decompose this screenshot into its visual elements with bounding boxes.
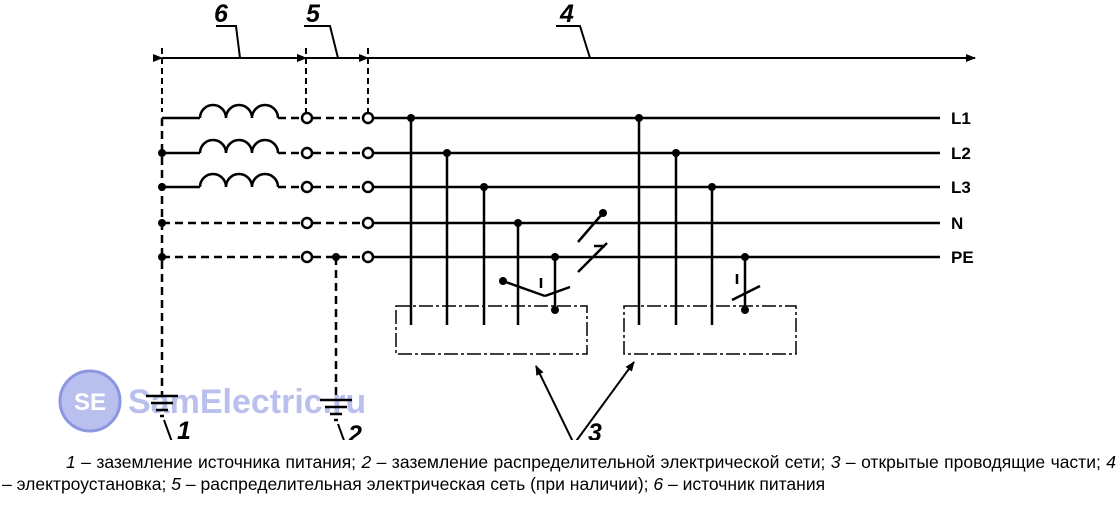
legend-text-1: – заземление источника питания;	[75, 452, 362, 472]
crossed-links-dots	[499, 209, 607, 285]
installation-1-drops	[409, 118, 557, 325]
legend-caption: 1 – заземление источника питания; 2 – за…	[2, 451, 1116, 495]
ground-symbol-network	[320, 398, 352, 422]
legend-num-2: 2	[361, 452, 372, 472]
installation-1-dots	[407, 114, 559, 314]
legend-text-5: – распределительная электрическая сеть (…	[181, 474, 654, 494]
source-windings	[162, 103, 280, 189]
dimension-boundaries	[161, 48, 369, 112]
busbars	[373, 116, 940, 259]
crossed-links	[502, 212, 608, 298]
terminals	[300, 111, 375, 264]
callout-leaders-top	[216, 25, 591, 59]
callout-1: 1	[177, 417, 191, 440]
exposed-part-1	[395, 305, 588, 355]
line-label-n: N	[951, 214, 963, 233]
installation-2-drops	[637, 118, 761, 325]
legend-text-3: – открытые проводящие части;	[840, 452, 1107, 472]
callout-4: 4	[559, 0, 574, 28]
legend-text-2: – заземление распределительной электриче…	[371, 452, 831, 472]
callout-5: 5	[306, 0, 321, 28]
watermark-badge: SE	[74, 389, 106, 416]
callout-2: 2	[347, 421, 362, 440]
source-dashed-wiring	[160, 116, 362, 400]
callout-3: 3	[588, 419, 602, 440]
callout-6: 6	[214, 0, 229, 28]
exposed-part-2	[623, 305, 797, 355]
legend-num-5: 5	[171, 474, 182, 494]
legend-text-4: – электроустановка;	[2, 474, 172, 494]
legend-num-4: 4	[1106, 452, 1116, 472]
source-junction-dots	[158, 149, 340, 261]
line-label-l3: L3	[951, 178, 971, 197]
callout-leaders-bottom	[163, 419, 345, 440]
line-label-l1: L1	[951, 109, 971, 128]
callout-3-leaders	[535, 361, 635, 440]
legend-num-6: 6	[653, 474, 664, 494]
legend-text-6: – источник питания	[663, 474, 826, 494]
installation-2-dots	[635, 114, 749, 314]
line-label-l2: L2	[951, 144, 971, 163]
line-label-pe: PE	[951, 248, 974, 267]
ground-symbol-source	[146, 394, 178, 418]
tn-s-diagram: 6 5 4	[58, 0, 976, 440]
legend-num-1: 1	[66, 452, 76, 472]
legend-num-3: 3	[830, 452, 841, 472]
watermark-badge-icon	[58, 369, 122, 433]
